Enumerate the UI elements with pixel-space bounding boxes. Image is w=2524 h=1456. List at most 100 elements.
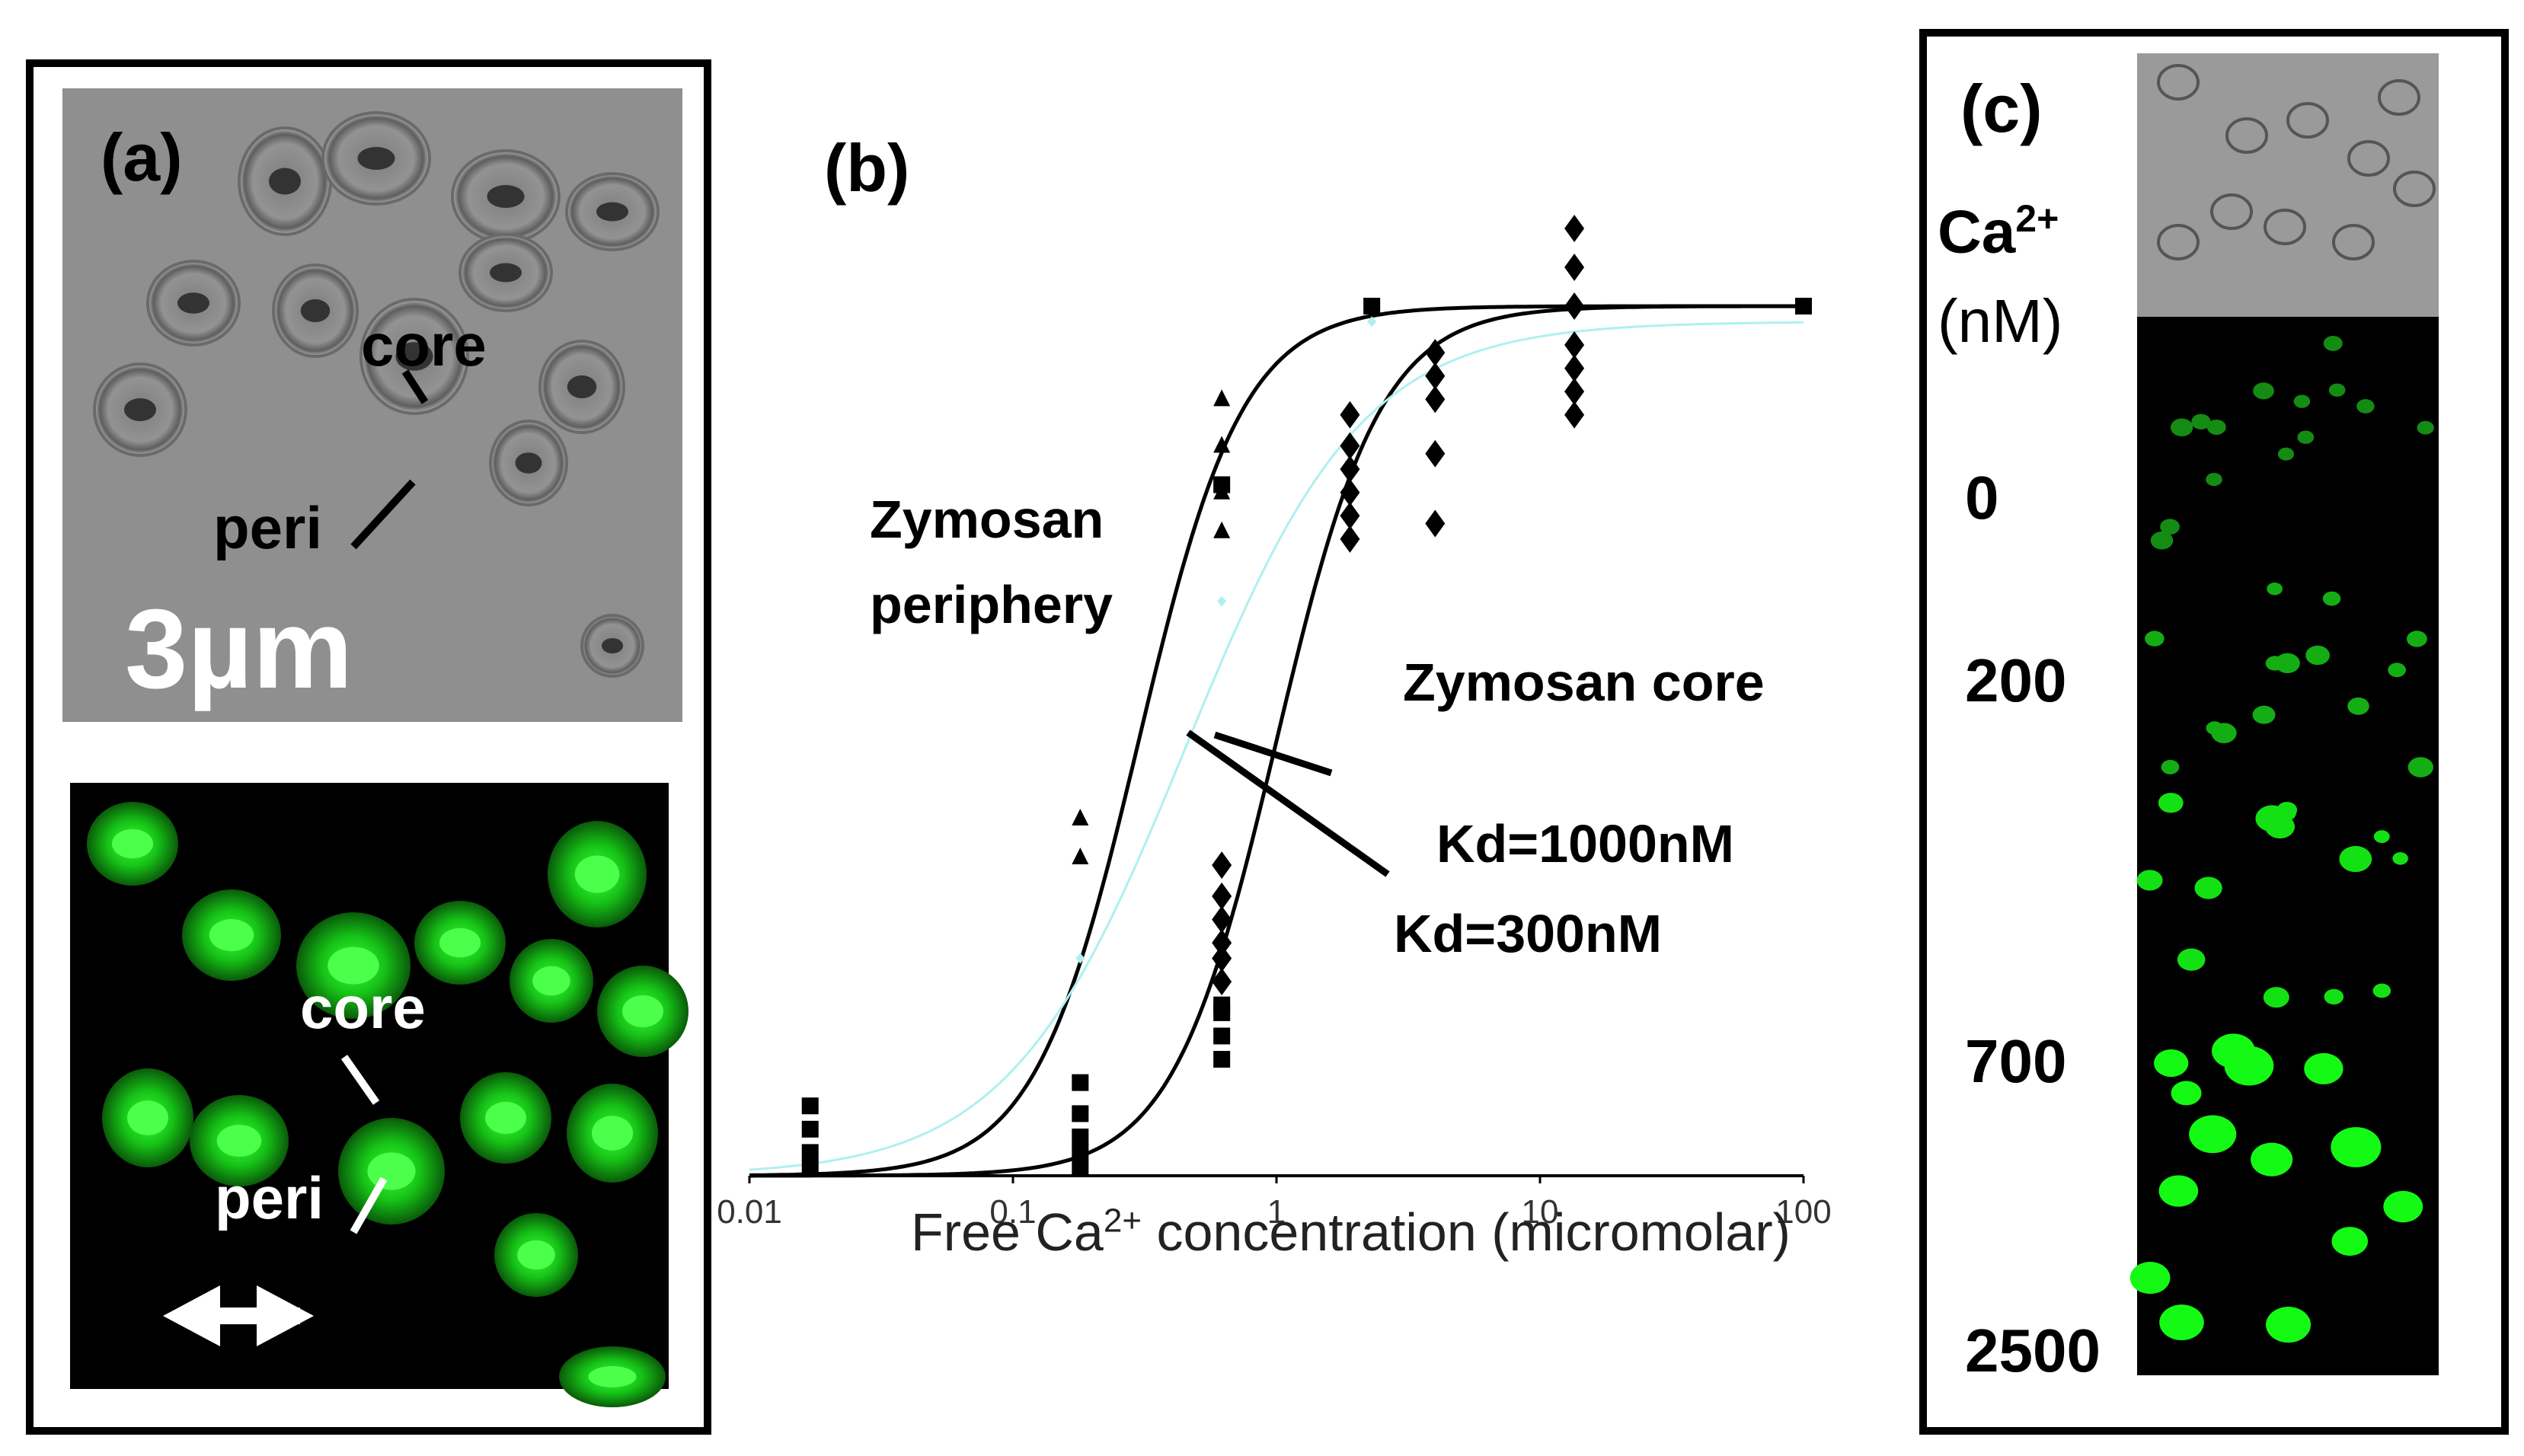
periphery-annotation-line1: Zymosan	[870, 490, 1104, 549]
fluorescent-cell	[2373, 830, 2390, 843]
fluorescent-cell	[2331, 1127, 2382, 1167]
fluorescent-cell-core	[622, 995, 663, 1027]
fluorescent-cell-core	[517, 1240, 555, 1270]
fluorescent-cell	[2372, 983, 2391, 998]
core-label-bf: core	[361, 311, 487, 378]
brightfield-cell	[2393, 171, 2436, 207]
periphery-annotation: Zymosan periphery	[870, 477, 1113, 647]
brightfield-image	[62, 88, 682, 722]
fluorescent-cell	[2265, 656, 2284, 671]
fluorescent-cell-core	[588, 1366, 637, 1387]
x-axis-label-prefix: Free Ca	[911, 1202, 1104, 1262]
ca-label-superscript: 2+	[2015, 197, 2059, 240]
fluorescent-cell-core	[216, 1125, 262, 1157]
fluorescent-cell	[2145, 631, 2165, 647]
square-point	[1363, 298, 1381, 315]
fluorescent-cell	[2212, 1033, 2255, 1068]
fluorescent-cell	[2189, 1115, 2237, 1154]
diamond-point	[1212, 968, 1232, 996]
fluorescent-cell	[2253, 382, 2274, 400]
fluorescent-cell	[2328, 383, 2346, 397]
x-axis-label-superscript: 2+	[1103, 1202, 1142, 1240]
peri-pointer-fl	[350, 1177, 388, 1234]
fluorescent-cell	[2407, 757, 2433, 777]
panel-a-label: (a)	[101, 120, 183, 195]
diamond-point	[1340, 432, 1360, 460]
fluorescent-cell	[2211, 723, 2237, 743]
fluorescent-cell	[2324, 988, 2344, 1005]
fluorescent-cell	[2150, 531, 2174, 550]
square-point	[1213, 1027, 1231, 1045]
brightfield-cell	[2347, 140, 2390, 177]
diamond-point	[1340, 401, 1360, 429]
square-point	[1072, 1144, 1089, 1161]
fluorescent-cell	[2407, 631, 2427, 647]
kd-core-annotation: Kd=1000nM	[1436, 814, 1734, 873]
fluorescent-cell	[2158, 1175, 2199, 1207]
diamond-point	[1564, 254, 1585, 282]
square-point	[1795, 298, 1812, 315]
fluorescent-cell	[2297, 430, 2315, 444]
fluorescent-cell	[2267, 582, 2283, 595]
square-point	[801, 1097, 819, 1115]
fluorescent-cell-core	[367, 1152, 416, 1190]
small-diamond-point	[1075, 953, 1085, 964]
panel-c-label: (c)	[1960, 71, 2043, 146]
level-700: 700	[1965, 1027, 2067, 1095]
brightfield-cell	[2378, 79, 2420, 116]
fluorescent-cell	[2251, 1142, 2293, 1177]
square-point	[1213, 476, 1231, 493]
fluorescent-cell	[2154, 1049, 2189, 1078]
diamond-point	[1425, 439, 1446, 468]
level-200: 200	[1965, 647, 2067, 714]
fluorescent-cell	[2171, 418, 2193, 437]
diamond-point	[1212, 944, 1232, 972]
fluorescent-cell	[2206, 472, 2222, 487]
fluorescent-cell-core	[127, 1100, 168, 1135]
brightfield-cell	[2264, 209, 2306, 245]
x-tick-label: 100	[1775, 1193, 1831, 1231]
square-point	[1072, 1074, 1089, 1091]
fluorescent-cell	[2339, 845, 2372, 873]
brightfield-cell	[2210, 193, 2253, 230]
brightfield-cell-core	[487, 185, 525, 208]
brightfield-cell-core	[177, 292, 209, 314]
level-0: 0	[1965, 464, 1999, 532]
brightfield-cell-core	[269, 168, 301, 195]
square-point	[1072, 1129, 1089, 1146]
diamond-point	[1425, 362, 1446, 390]
peri-pointer-bf	[350, 479, 416, 550]
diamond-point	[1340, 502, 1360, 530]
square-point	[801, 1159, 819, 1177]
fluorescent-cell	[2323, 336, 2343, 351]
fluorescent-cell	[2161, 759, 2180, 774]
diamond-point	[1425, 339, 1446, 367]
panel-a: (a) core peri 3µm core peri	[26, 59, 711, 1435]
fluorescent-cell-core	[112, 829, 153, 859]
fluorescent-cell	[2171, 1081, 2202, 1106]
diamond-point	[1340, 478, 1360, 506]
fluorescent-cell	[2160, 519, 2180, 535]
diamond-point	[1340, 525, 1360, 553]
fluorescent-cell	[2266, 1307, 2312, 1343]
fluorescent-cell	[2158, 793, 2184, 813]
brightfield-cell-core	[124, 398, 156, 421]
x-tick-label: 0.1	[989, 1193, 1036, 1231]
brightfield-cell	[2225, 117, 2268, 154]
diamond-point	[1425, 385, 1446, 413]
fluorescent-cell	[2388, 663, 2406, 678]
diamond-point	[1212, 851, 1232, 880]
fit-curve-2	[749, 321, 1804, 1171]
periphery-annotation-line2: periphery	[870, 575, 1113, 634]
fluorescent-cell	[2417, 420, 2434, 435]
diamond-point	[1564, 215, 1585, 243]
fluorescent-cell	[2206, 419, 2226, 435]
peri-label-fl: peri	[215, 1164, 324, 1231]
brightfield-cell	[2157, 224, 2200, 260]
x-axis-label: Free Ca2+ concentration (micromolar)	[911, 1202, 1791, 1263]
fluorescent-cell	[2356, 399, 2375, 413]
diamond-point	[1564, 378, 1585, 406]
scale-arrow-icon	[163, 1285, 314, 1346]
panel-c-fluorescence-strip	[2129, 317, 2439, 1375]
